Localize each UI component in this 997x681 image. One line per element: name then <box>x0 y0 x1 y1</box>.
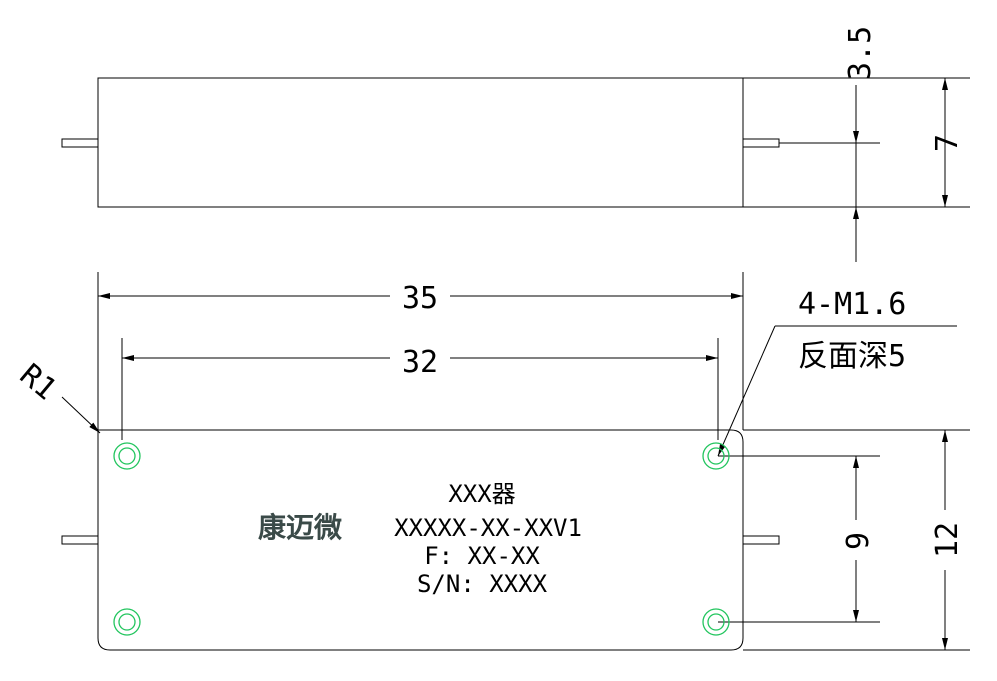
side-view-left-pin <box>61 138 99 148</box>
side-view-right-pin <box>742 138 780 148</box>
mounting-hole-icon <box>702 608 730 636</box>
r1-leader <box>61 396 101 434</box>
mounting-hole-icon <box>702 442 730 470</box>
dim-length-outer: 35 <box>402 281 438 316</box>
top-view-right-pin <box>742 535 780 545</box>
mounting-holes <box>113 442 730 636</box>
side-view-body <box>97 77 744 208</box>
top-view-left-pin <box>61 535 99 545</box>
corner-radius-label: R1 <box>13 357 63 407</box>
dim-side-height: 7 <box>930 134 965 152</box>
product-name: XXX器 <box>448 480 515 508</box>
dim-length-holes: 32 <box>402 345 438 380</box>
mounting-hole-icon <box>113 608 141 636</box>
thread-note-leader <box>717 325 776 457</box>
model-number: XXXXX-XX-XXV1 <box>394 514 582 542</box>
brand-logo: 康迈微 <box>258 511 342 544</box>
serial-number: S/N: XXXX <box>417 570 548 598</box>
top-view-body <box>97 429 744 651</box>
thread-note-line2: 反面深5 <box>798 339 906 374</box>
top-view <box>61 272 970 651</box>
thread-note-line1: 4-M1.6 <box>798 287 906 322</box>
dim-hole-spacing: 9 <box>841 532 876 550</box>
dim-side-offset: 3.5 <box>843 26 878 80</box>
side-view <box>61 77 970 262</box>
dim-height-total: 12 <box>930 522 965 558</box>
mounting-hole-icon <box>113 442 141 470</box>
frequency-label: F: XX-XX <box>424 542 540 570</box>
